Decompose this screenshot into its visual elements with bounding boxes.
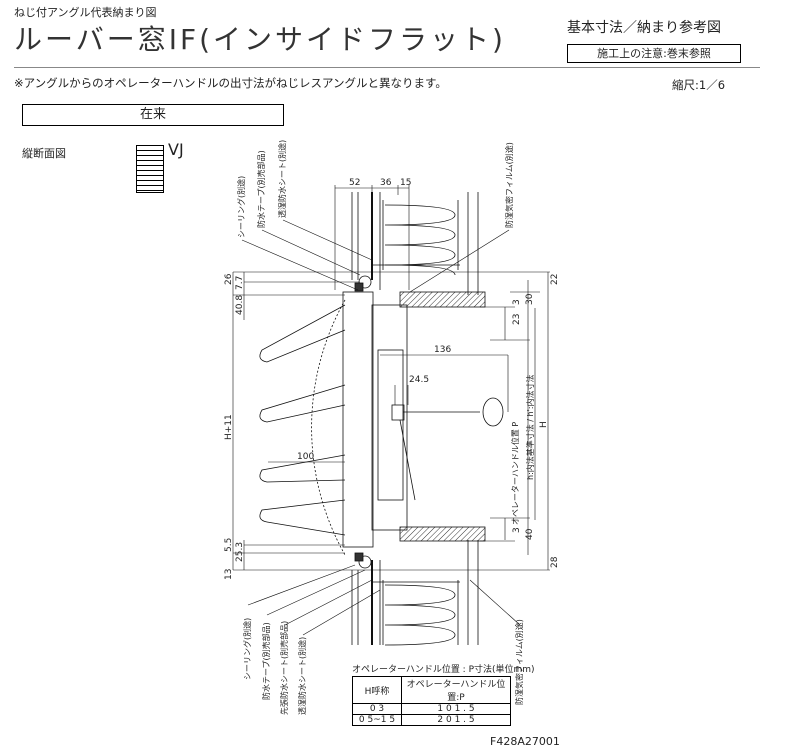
label-vapor-film-top: 防湿気密フィルム(別途): [504, 142, 514, 228]
dim-3-top: 3: [512, 299, 522, 305]
wall-bottom: [351, 540, 479, 646]
label-vapor-film-bottom: 防湿気密フィルム(別途): [514, 619, 524, 705]
table-header-row: H呼称 オペレーターハンドル位置:P: [352, 676, 511, 704]
header-h-nominal: H呼称: [352, 676, 402, 704]
label-sealing-bottom: シーリング(別途): [242, 618, 252, 680]
dim-52: 52: [349, 178, 360, 188]
basic-dimension-label: 基本寸法／納まり参考図: [567, 20, 721, 36]
dim-28: 28: [550, 556, 560, 568]
scale-label: 縮尺:1／6: [672, 78, 726, 92]
handle-position-label: オペレーターハンドル位置 P: [510, 422, 520, 525]
label-waterproof-tape-top: 防水テープ(別売部品): [256, 150, 266, 228]
dim-13: 13: [224, 569, 234, 580]
louver-icon: [136, 145, 164, 193]
dim-36: 36: [380, 178, 392, 188]
dim-26: 26: [224, 273, 234, 285]
cell-p: 2 0 1 . 5: [401, 714, 511, 726]
section-label: 縦断面図: [22, 147, 66, 160]
dim-136: 136: [434, 345, 451, 355]
dim-100: 100: [297, 452, 314, 462]
dim-15: 15: [400, 178, 411, 188]
window-frame: [342, 275, 408, 569]
louver-blades: [259, 299, 346, 556]
construction-type-box: 在来: [22, 104, 284, 126]
dim-7-7: 7.7: [235, 276, 245, 290]
header-divider: [14, 67, 760, 68]
construction-note: 施工上の注意:巻末参照: [567, 44, 741, 63]
variant-label: VJ: [168, 140, 184, 159]
label-breathable-sheet-top: 透湿防水シート(別途): [277, 140, 287, 218]
drawing-subtitle: ねじ付アングル代表納まり図: [14, 6, 157, 19]
dim-5-5: 5.5: [224, 538, 234, 552]
label-pre-sheet-bottom: 先張防水シート(別売部品): [279, 621, 289, 715]
dim-3-bottom: 3: [512, 527, 522, 533]
interior-board-bottom: [399, 526, 486, 542]
cell-h: 0 5~1 5: [352, 714, 402, 726]
cell-h: 0 3: [352, 703, 402, 715]
dim-30: 30: [525, 293, 535, 305]
leader-lines: [241, 219, 521, 636]
operator-handle: [391, 397, 504, 501]
label-sealing-top: シーリング(別途): [236, 176, 246, 238]
cell-p: 1 0 1 . 5: [401, 703, 511, 715]
dim-40-8: 40.8: [235, 295, 245, 315]
dimension-lines: [232, 185, 550, 571]
table-row: 0 5~1 5 2 0 1 . 5: [352, 714, 511, 726]
page-title: ルーバー窓IF(インサイドフラット): [14, 23, 506, 56]
dim-25-3: 25.3: [235, 542, 245, 562]
interior-board-top: [399, 291, 486, 308]
remark-text: ※アングルからのオペレーターハンドルの出寸法がねじレスアングルと異なります。: [14, 76, 447, 90]
label-waterproof-tape-bottom: 防水テープ(別売部品): [261, 622, 271, 700]
drawing-code: F428A27001: [490, 735, 560, 748]
dim-24-5: 24.5: [409, 375, 429, 385]
inner-height-label: h:内法基準寸法 / h':内法寸法: [525, 374, 535, 480]
dim-40: 40: [525, 528, 535, 540]
header-handle-position: オペレーターハンドル位置:P: [401, 676, 511, 704]
dim-23: 23: [512, 314, 522, 325]
label-breathable-sheet-bottom: 透湿防水シート(別途): [297, 637, 307, 715]
table-row: 0 3 1 0 1 . 5: [352, 703, 511, 715]
dim-22: 22: [550, 274, 560, 285]
p-table-caption: オペレーターハンドル位置 : P寸法(単位mm): [352, 665, 535, 675]
wall-top: [351, 192, 479, 295]
dim-h: H: [539, 421, 549, 428]
dim-h-plus-11: H+11: [224, 414, 234, 440]
p-dimension-table: H呼称 オペレーターハンドル位置:P 0 3 1 0 1 . 5 0 5~1 5…: [352, 676, 511, 726]
